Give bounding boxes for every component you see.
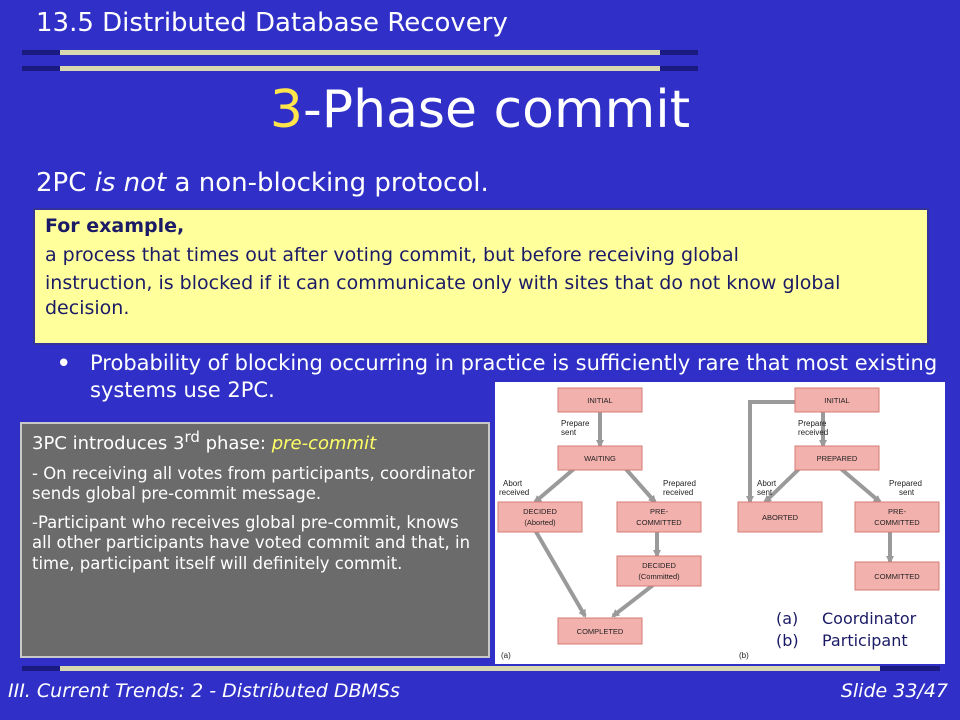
part-label-abort-sent-1: Abort bbox=[757, 479, 777, 488]
example-line-1: a process that times out after voting co… bbox=[45, 243, 739, 266]
part-node-aborted: ABORTED bbox=[737, 501, 823, 533]
bullet-text: Probability of blocking occurring in pra… bbox=[90, 351, 938, 403]
svg-text:WAITING: WAITING bbox=[584, 454, 616, 463]
pc3-heading-pre: 3PC introduces 3 bbox=[32, 433, 185, 454]
svg-text:(Committed): (Committed) bbox=[638, 572, 680, 581]
coord-node-initial: INITIAL bbox=[557, 387, 643, 413]
coord-panel-label: (a) bbox=[501, 651, 511, 660]
legend-row-b: (b) Participant bbox=[776, 630, 916, 652]
subtitle-post: a non-blocking protocol. bbox=[166, 168, 489, 198]
coord-label-prepare-sent-2: sent bbox=[561, 428, 577, 437]
part-panel-label: (b) bbox=[739, 651, 749, 660]
part-label-prepare-received-2: received bbox=[798, 428, 828, 437]
header-rule-bottom-light bbox=[60, 66, 660, 71]
participant-edges bbox=[746, 400, 894, 564]
coord-node-waiting: WAITING bbox=[557, 445, 643, 471]
coord-label-prepared-received-1: Prepared bbox=[663, 479, 696, 488]
svg-text:ABORTED: ABORTED bbox=[762, 513, 799, 522]
svg-text:DECIDED: DECIDED bbox=[642, 561, 676, 570]
slide-title-rest: -Phase commit bbox=[302, 80, 691, 140]
part-label-prepare-received-1: Prepare bbox=[798, 419, 827, 428]
svg-text:COMPLETED: COMPLETED bbox=[577, 627, 624, 636]
svg-text:DECIDED: DECIDED bbox=[523, 507, 557, 516]
legend-b-text: Participant bbox=[822, 630, 908, 650]
example-heading: For example, bbox=[45, 215, 185, 237]
coord-node-decided-committed: DECIDED (Committed) bbox=[616, 555, 702, 587]
pc3-heading-mid: phase: bbox=[199, 433, 272, 454]
slide-title: 3-Phase commit bbox=[0, 80, 960, 140]
coordinator-edges bbox=[533, 412, 661, 618]
svg-text:PRE-: PRE- bbox=[650, 507, 668, 516]
pc3-heading-emphasis: pre-commit bbox=[271, 433, 377, 454]
part-node-committed: COMMITTED bbox=[854, 561, 940, 591]
part-label-prepared-sent-1: Prepared bbox=[889, 479, 922, 488]
legend-a-text: Coordinator bbox=[822, 609, 917, 628]
svg-text:PREPARED: PREPARED bbox=[817, 454, 858, 463]
header-rule-top-light bbox=[60, 50, 660, 55]
subtitle-emphasis: is not bbox=[94, 168, 167, 198]
svg-text:COMMITTED: COMMITTED bbox=[636, 518, 682, 527]
example-box: For example, a process that times out af… bbox=[33, 208, 929, 345]
svg-text:INITIAL: INITIAL bbox=[587, 396, 612, 405]
three-phase-heading: 3PC introduces 3rd phase: pre-commit bbox=[32, 428, 478, 456]
legend-a-mark: (a) bbox=[776, 609, 799, 628]
svg-text:(Aborted): (Aborted) bbox=[524, 518, 556, 527]
svg-text:COMMITTED: COMMITTED bbox=[874, 572, 920, 581]
footer-rule-light bbox=[60, 666, 880, 671]
section-title: 13.5 Distributed Database Recovery bbox=[36, 8, 508, 38]
three-phase-box: 3PC introduces 3rd phase: pre-commit - O… bbox=[20, 422, 490, 658]
state-diagram: INITIAL WAITING DECIDED (Aborted) PRE- C… bbox=[497, 387, 940, 660]
coord-node-pre-committed: PRE- COMMITTED bbox=[616, 501, 702, 533]
legend-b-mark: (b) bbox=[776, 630, 799, 650]
coord-label-abort-received-2: received bbox=[499, 488, 529, 497]
pc3-paragraph-1: - On receiving all votes from participan… bbox=[32, 463, 475, 504]
svg-text:PRE-: PRE- bbox=[888, 507, 906, 516]
diagram-legend: (a) Coordinator (b) Participant bbox=[776, 608, 916, 651]
part-node-prepared: PREPARED bbox=[794, 445, 880, 471]
coord-node-completed: COMPLETED bbox=[557, 617, 643, 645]
part-node-initial: INITIAL bbox=[794, 387, 880, 413]
part-label-prepared-sent-2: sent bbox=[899, 488, 915, 497]
coord-node-decided-aborted: DECIDED (Aborted) bbox=[497, 501, 583, 533]
bullet-marker: • bbox=[57, 351, 71, 375]
state-diagram-panel: INITIAL WAITING DECIDED (Aborted) PRE- C… bbox=[495, 382, 945, 664]
coord-label-abort-received-1: Abort bbox=[503, 479, 523, 488]
pc3-heading-sup: rd bbox=[184, 428, 200, 446]
legend-row-a: (a) Coordinator bbox=[776, 608, 916, 630]
pc3-paragraph-2: -Participant who receives global pre-com… bbox=[32, 512, 471, 573]
slide-title-accent: 3 bbox=[269, 80, 303, 140]
part-node-pre-committed: PRE- COMMITTED bbox=[854, 501, 940, 533]
footer-slide-number: Slide 33/47 bbox=[840, 680, 948, 702]
svg-text:COMMITTED: COMMITTED bbox=[874, 518, 920, 527]
subtitle-pre: 2PC bbox=[36, 168, 95, 198]
coord-label-prepared-received-2: received bbox=[663, 488, 693, 497]
coord-label-prepare-sent-1: Prepare bbox=[561, 419, 590, 428]
footer-course-title: III. Current Trends: 2 - Distributed DBM… bbox=[8, 680, 400, 702]
svg-text:INITIAL: INITIAL bbox=[824, 396, 849, 405]
example-line-2: instruction, is blocked if it can commun… bbox=[45, 272, 841, 320]
part-label-abort-sent-2: sent bbox=[757, 488, 773, 497]
slide-subtitle: 2PC is not a non-blocking protocol. bbox=[36, 168, 489, 198]
